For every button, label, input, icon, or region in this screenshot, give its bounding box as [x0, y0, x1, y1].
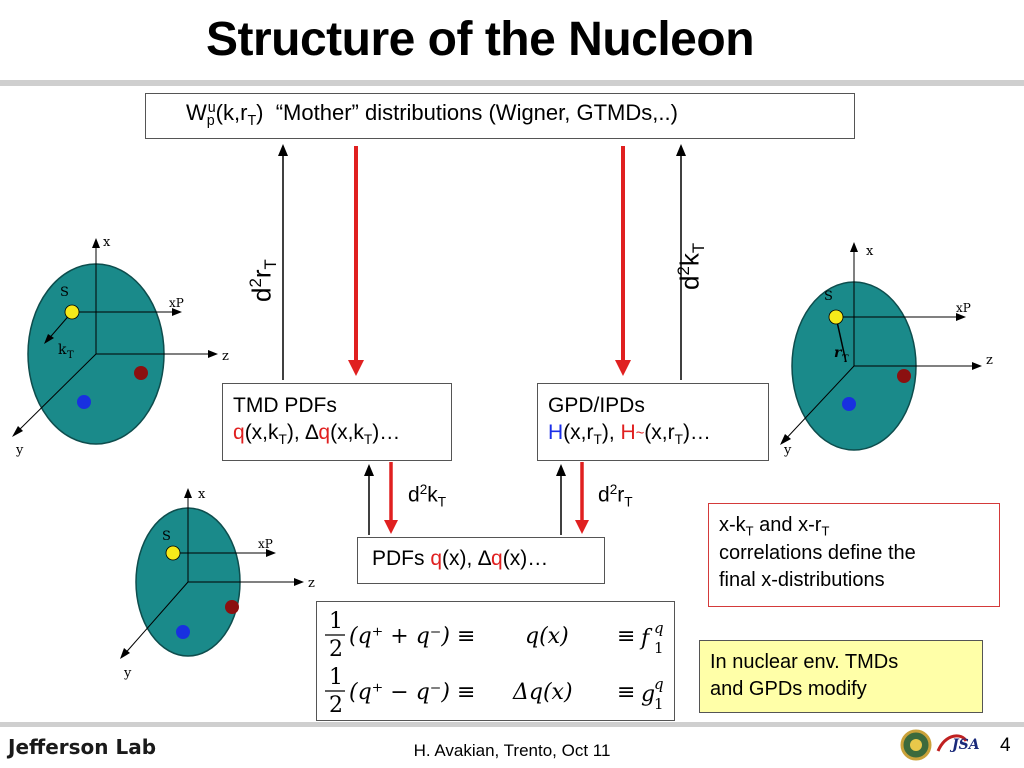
- yellow-quark: [64, 304, 80, 320]
- bottom-divider: [0, 722, 1024, 727]
- jsa-logo-text: JSA: [949, 737, 980, 753]
- label-d2kT-right: d2kT: [674, 242, 709, 290]
- svg-text:1: 1: [329, 609, 343, 634]
- wigner-symbol: W: [186, 100, 207, 125]
- label-d2rT-mid: d2rT: [598, 482, 633, 510]
- svg-text:2: 2: [329, 693, 343, 718]
- svg-text:xP: xP: [956, 301, 971, 315]
- tmd-pdfs-box: TMD PDFs q(x,kT), ∆q(x,kT)…: [222, 383, 452, 461]
- svg-text:xP: xP: [169, 296, 184, 310]
- formula-box: 1 2 (q⁺ + q⁻) ≡ q(x) ≡ f q 1 1 2 (q⁺ − q…: [316, 601, 675, 721]
- svg-text:T: T: [67, 350, 74, 361]
- blue-quark: [176, 625, 190, 639]
- nuclear-env-note-box: In nuclear env. TMDs and GPDs modify: [699, 640, 983, 713]
- svg-text:1: 1: [654, 695, 664, 713]
- svg-text:r: r: [834, 345, 843, 361]
- svg-text:x: x: [866, 244, 874, 259]
- top-divider: [0, 80, 1024, 86]
- page-title: Structure of the Nucleon: [205, 13, 755, 66]
- svg-text:S: S: [824, 289, 833, 304]
- label-d2rT-left: d2rT: [246, 259, 281, 302]
- footer-credit: H. Avakian, Trento, Oct 11: [413, 741, 611, 760]
- red-quark: [897, 369, 911, 383]
- svg-text:f: f: [639, 626, 653, 651]
- svg-text:x: x: [103, 235, 111, 250]
- correlations-note-box: x-kT and x-rT correlations define the fi…: [708, 503, 1000, 607]
- svg-text:z: z: [222, 349, 229, 364]
- nucleon-diagram-right: x xP z y S r T: [780, 242, 993, 458]
- blue-quark: [77, 395, 91, 409]
- yellow-quark: [165, 545, 181, 561]
- svg-text:S: S: [60, 285, 69, 300]
- svg-text:≡: ≡: [617, 624, 635, 649]
- red-quark: [134, 366, 148, 380]
- svg-text:g: g: [641, 682, 655, 707]
- yellow-quark: [828, 309, 844, 325]
- svg-text:Δq(x): Δq(x): [512, 680, 573, 705]
- svg-text:≡: ≡: [457, 624, 475, 649]
- pdfs-box: PDFs q(x), ∆q(x)…: [357, 537, 605, 584]
- svg-text:1: 1: [654, 639, 664, 657]
- blue-quark: [842, 397, 856, 411]
- svg-text:z: z: [986, 353, 993, 368]
- svg-text:z: z: [308, 576, 315, 591]
- mother-description: “Mother” distributions (Wigner, GTMDs,..…: [275, 100, 678, 125]
- svg-text:q(x): q(x): [525, 624, 569, 649]
- footer-logos: JSA: [900, 729, 980, 761]
- svg-text:k: k: [58, 342, 67, 358]
- label-d2kT-mid: d2kT: [408, 482, 447, 510]
- svg-text:y: y: [783, 443, 792, 458]
- page-number: 4: [1000, 735, 1011, 756]
- mother-distributions-box: Wpu(k,rT) “Mother” distributions (Wigner…: [145, 93, 855, 139]
- jefferson-lab-logo: Jefferson Lab: [8, 735, 157, 759]
- svg-text:q: q: [654, 619, 664, 637]
- svg-text:y: y: [123, 666, 132, 681]
- svg-text:≡: ≡: [457, 680, 475, 705]
- jsa-swoosh-icon: [936, 734, 968, 752]
- svg-text:y: y: [15, 443, 24, 458]
- svg-text:T: T: [842, 354, 849, 365]
- nucleon-diagram-bottom: x xP z y S: [120, 487, 315, 681]
- nucleon-diagram-left: x xP z y S k T: [12, 235, 229, 458]
- gpd-ipds-box: GPD/IPDs H(x,rT), H~(x,rT)…: [537, 383, 769, 461]
- formula-equations: 1 2 (q⁺ + q⁻) ≡ q(x) ≡ f q 1 1 2 (q⁺ − q…: [325, 609, 664, 718]
- svg-text:2: 2: [329, 637, 343, 662]
- svg-text:q: q: [654, 675, 664, 693]
- svg-text:(q⁺ − q⁻): (q⁺ − q⁻): [349, 680, 450, 705]
- svg-text:x: x: [198, 487, 206, 502]
- svg-text:S: S: [162, 529, 171, 544]
- svg-text:xP: xP: [258, 537, 273, 551]
- red-quark: [225, 600, 239, 614]
- svg-text:≡: ≡: [617, 680, 635, 705]
- svg-text:1: 1: [329, 665, 343, 690]
- svg-text:(q⁺ + q⁻): (q⁺ + q⁻): [349, 624, 450, 649]
